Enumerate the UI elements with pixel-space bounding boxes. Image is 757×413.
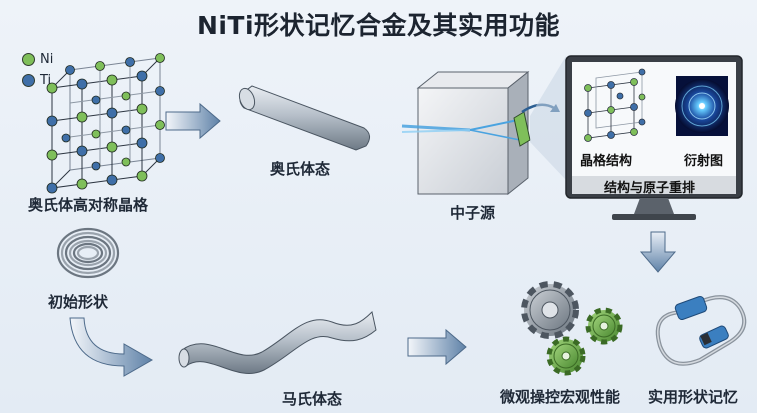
neutron-beam (401, 119, 521, 141)
gears-icon (521, 281, 623, 376)
page-title: NiTi形状记忆合金及其实用功能 (196, 11, 561, 40)
monitor-caption: 结构与原子重排 (604, 181, 696, 196)
diffraction-pattern-icon (675, 76, 729, 136)
screen-lattice-icon (584, 68, 646, 142)
ti-atom-icon (22, 74, 35, 87)
label-initial-shape: 初始形状 (48, 293, 109, 311)
arrow-to-gears (407, 328, 467, 366)
legend-ti-label: Ti (40, 73, 52, 88)
coil-spring-icon (56, 227, 120, 279)
arrow-to-austenite (165, 102, 221, 140)
connector-icon (655, 295, 747, 366)
screen-label-crystal: 晶格结构 (580, 154, 633, 169)
martensite-rod-icon (178, 311, 377, 374)
screen-label-diffraction: 衍射图 (684, 154, 724, 169)
ni-atom-icon (22, 53, 35, 66)
lattice-atoms (46, 53, 165, 194)
label-martensite: 马氏体态 (282, 390, 343, 408)
arrow-to-martensite (69, 317, 154, 377)
austenite-rod-icon (238, 85, 370, 151)
label-neutron-source: 中子源 (450, 204, 496, 222)
legend-ni-label: Ni (40, 52, 54, 67)
label-application: 实用形状记忆 (648, 388, 739, 406)
arrow-to-application (639, 231, 677, 273)
label-austenite: 奥氏体态 (270, 160, 331, 178)
neutron-source-box-icon (416, 70, 530, 196)
label-austenite-lattice: 奥氏体高对称晶格 (28, 196, 149, 214)
legend-ti: Ti (22, 73, 51, 88)
label-micro-control: 微观操控宏观性能 (500, 388, 621, 406)
legend-ni: Ni (22, 52, 53, 67)
